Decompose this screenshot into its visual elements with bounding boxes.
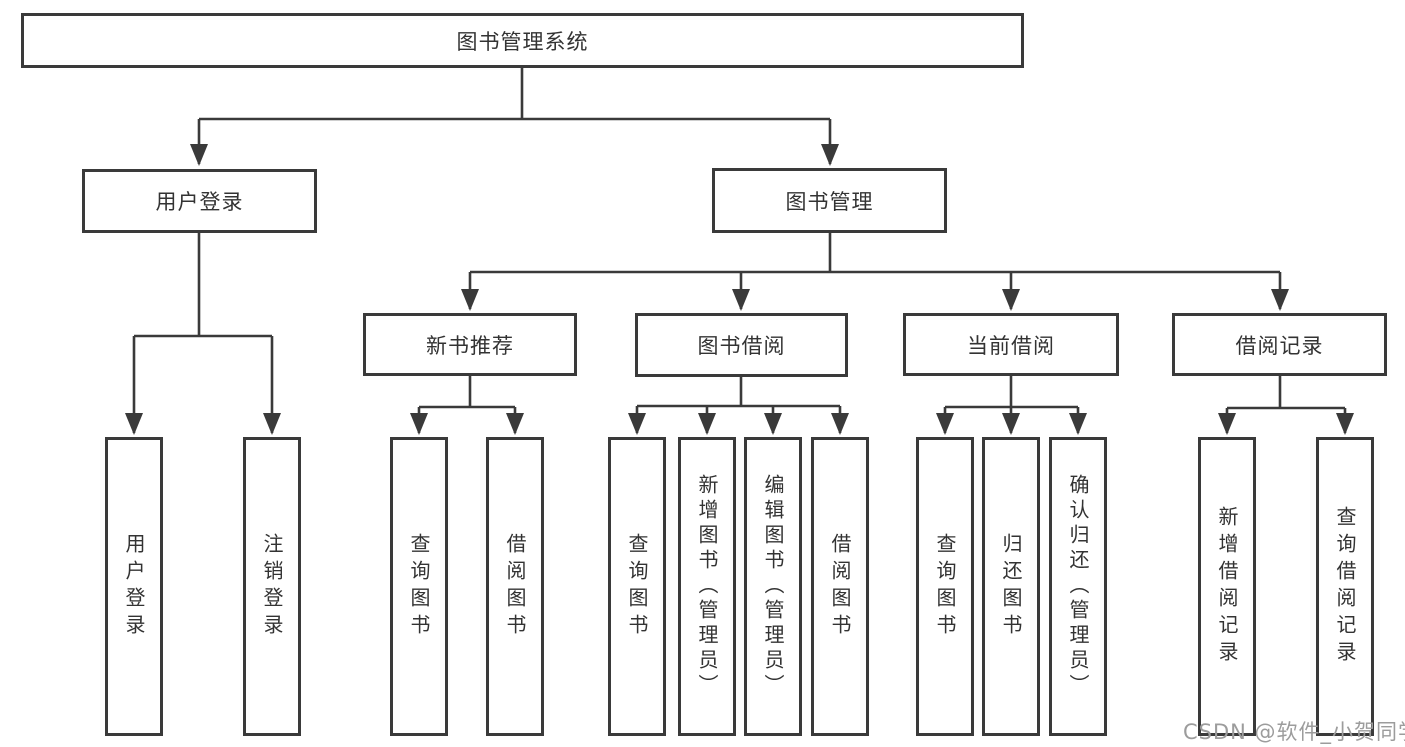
node-book-management-label: 图书管理	[785, 189, 874, 214]
node-library-system: 图书管理系统	[21, 13, 1024, 68]
node-new-book-recommendation-label: 新书推荐	[426, 333, 514, 358]
leaf-query-book-2: 查询图书	[608, 437, 666, 736]
leaf-user-login-label: 用户登录	[122, 532, 146, 641]
node-book-management: 图书管理	[712, 168, 947, 233]
leaf-add-book-admin: 新增图书（管理员）	[678, 437, 736, 736]
node-current-borrowing-label: 当前借阅	[967, 333, 1055, 358]
leaf-query-book-1: 查询图书	[390, 437, 448, 736]
leaf-query-borrow-record-label: 查询借阅记录	[1333, 505, 1357, 668]
leaf-query-book-2-label: 查询图书	[625, 532, 649, 641]
leaf-query-book-3-label: 查询图书	[933, 532, 957, 641]
leaf-query-book-3: 查询图书	[916, 437, 974, 736]
node-new-book-recommendation: 新书推荐	[363, 313, 577, 376]
leaf-return-book-label: 归还图书	[999, 532, 1023, 641]
node-library-system-label: 图书管理系统	[456, 29, 589, 54]
leaf-add-borrow-record: 新增借阅记录	[1198, 437, 1256, 736]
leaf-borrow-book-1: 借阅图书	[486, 437, 544, 736]
leaf-return-book: 归还图书	[982, 437, 1040, 736]
leaf-add-book-admin-label: 新增图书（管理员）	[695, 474, 719, 699]
node-current-borrowing: 当前借阅	[903, 313, 1119, 376]
leaf-confirm-return-admin-label: 确认归还（管理员）	[1066, 474, 1090, 699]
node-borrowing-records: 借阅记录	[1172, 313, 1387, 376]
leaf-user-login: 用户登录	[105, 437, 163, 736]
leaf-query-book-1-label: 查询图书	[407, 532, 431, 641]
leaf-edit-book-admin-label: 编辑图书（管理员）	[761, 474, 785, 699]
node-borrowing-records-label: 借阅记录	[1235, 333, 1324, 358]
leaf-confirm-return-admin: 确认归还（管理员）	[1049, 437, 1107, 736]
node-user-login: 用户登录	[82, 169, 317, 233]
node-book-borrowing: 图书借阅	[635, 313, 848, 377]
leaf-add-borrow-record-label: 新增借阅记录	[1215, 505, 1239, 668]
leaf-logout: 注销登录	[243, 437, 301, 736]
node-book-borrowing-label: 图书借阅	[697, 334, 786, 358]
csdn-watermark: CSDN @软件_小贺同学	[1183, 720, 1405, 744]
leaf-borrow-book-2-label: 借阅图书	[828, 532, 852, 641]
leaf-borrow-book-1-label: 借阅图书	[503, 532, 527, 641]
leaf-query-borrow-record: 查询借阅记录	[1316, 437, 1374, 736]
leaf-logout-label: 注销登录	[260, 532, 284, 641]
leaf-borrow-book-2: 借阅图书	[811, 437, 869, 736]
node-user-login-label: 用户登录	[155, 190, 244, 214]
leaf-edit-book-admin: 编辑图书（管理员）	[744, 437, 802, 736]
